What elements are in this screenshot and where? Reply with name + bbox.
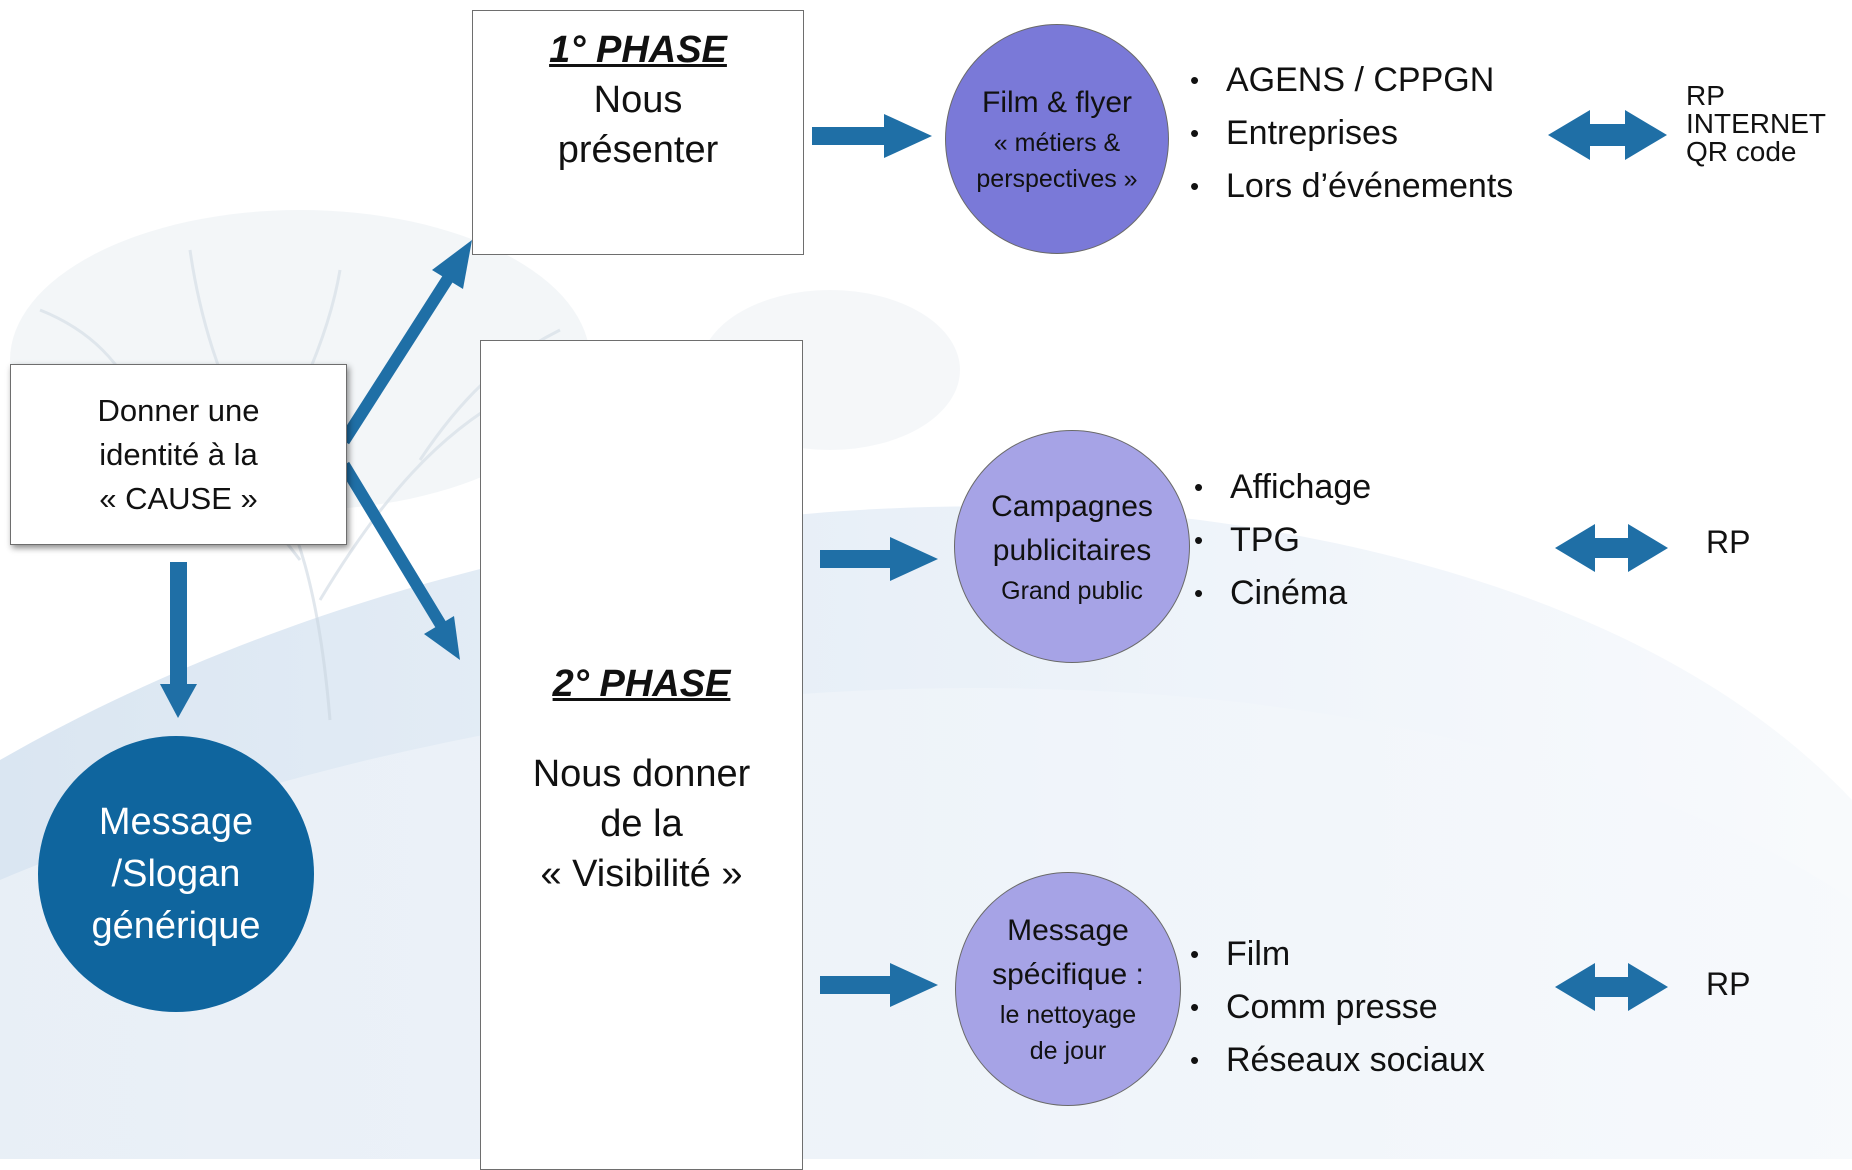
circle-message-specifique: Message spécifique : le nettoyage de jou…: [955, 872, 1181, 1106]
channels-row1: RP INTERNET QR code: [1686, 82, 1826, 166]
circle2-main-2: publicitaires: [992, 533, 1152, 567]
bullet-item: •Comm presse: [1190, 988, 1438, 1026]
circle3-small-2: de jour: [1029, 1037, 1107, 1065]
phase2-box: 2° PHASE Nous donner de la « Visibilité …: [480, 340, 803, 1170]
circle-film-flyer: Film & flyer « métiers & perspectives »: [945, 24, 1169, 254]
circle3-main-2: spécifique :: [992, 958, 1144, 991]
channels-row2: RP: [1706, 524, 1751, 560]
cause-box: Donner une identité à la « CAUSE »: [10, 364, 347, 545]
bullet-item: •Affichage: [1194, 468, 1372, 506]
phase2-line-1: Nous donner: [532, 753, 751, 795]
circle3-main-1: Message: [1007, 914, 1129, 947]
bullet-item: •Réseaux sociaux: [1190, 1041, 1485, 1079]
bullet-item: •Film: [1190, 935, 1291, 973]
cause-line-2: identité à la: [99, 436, 258, 472]
circle2-small-1: Grand public: [1001, 576, 1143, 605]
slogan-circle: Message /Slogan générique: [38, 736, 314, 1012]
circle1-small-2: perspectives »: [976, 165, 1138, 193]
phase1-box: 1° PHASE Nous présenter: [472, 10, 804, 255]
bullet-list-2: •Affichage •TPG •Cinéma: [1194, 461, 1371, 620]
circle-campagnes: Campagnes publicitaires Grand public: [954, 430, 1190, 663]
bullet-text: Réseaux sociaux: [1226, 1041, 1485, 1079]
phase2-line-2: de la: [600, 803, 683, 845]
phase1-line-2: présenter: [557, 129, 719, 171]
background-arc-inner: [0, 688, 1852, 1159]
channel-label: QR code: [1686, 136, 1797, 167]
channel-label: INTERNET: [1686, 108, 1826, 139]
phase2-line-3: « Visibilité »: [540, 853, 743, 895]
phase1-line-1: Nous: [593, 79, 683, 121]
circle1-main-1: Film & flyer: [982, 86, 1132, 119]
bullet-text: Film: [1226, 935, 1291, 973]
phase2-title: 2° PHASE: [552, 663, 731, 705]
slogan-line-1: Message: [98, 801, 254, 843]
cause-line-1: Donner une: [97, 392, 260, 428]
channels-row3: RP: [1706, 966, 1751, 1002]
bullet-text: Lors d’événements: [1226, 167, 1514, 205]
bullet-text: Affichage: [1230, 468, 1372, 506]
circle2-main-1: Campagnes: [991, 489, 1153, 523]
bullet-item: •AGENS / CPPGN: [1190, 61, 1495, 99]
channel-label: RP: [1706, 524, 1751, 560]
bullet-item: •Cinéma: [1194, 574, 1348, 612]
bullet-item: •Entreprises: [1190, 114, 1398, 152]
cause-line-3: « CAUSE »: [99, 480, 258, 516]
bullet-list-3: •Film •Comm presse •Réseaux sociaux: [1190, 928, 1485, 1087]
bullet-text: Comm presse: [1226, 988, 1438, 1026]
circle1-small-1: « métiers &: [993, 129, 1121, 157]
phase1-title: 1° PHASE: [549, 29, 727, 71]
slogan-line-2: /Slogan: [111, 853, 241, 895]
bullet-text: Cinéma: [1230, 574, 1348, 612]
bullet-item: •TPG: [1194, 521, 1300, 559]
circle3-small-1: le nettoyage: [999, 1001, 1137, 1029]
bullet-text: Entreprises: [1226, 114, 1398, 152]
slogan-line-3: générique: [91, 905, 261, 947]
bullet-list-1: •AGENS / CPPGN •Entreprises •Lors d’évén…: [1190, 54, 1513, 213]
bullet-text: AGENS / CPPGN: [1226, 61, 1495, 99]
channel-label: RP: [1706, 966, 1751, 1002]
bullet-text: TPG: [1230, 521, 1300, 559]
channel-label: RP: [1686, 80, 1725, 111]
bullet-item: •Lors d’événements: [1190, 167, 1514, 205]
